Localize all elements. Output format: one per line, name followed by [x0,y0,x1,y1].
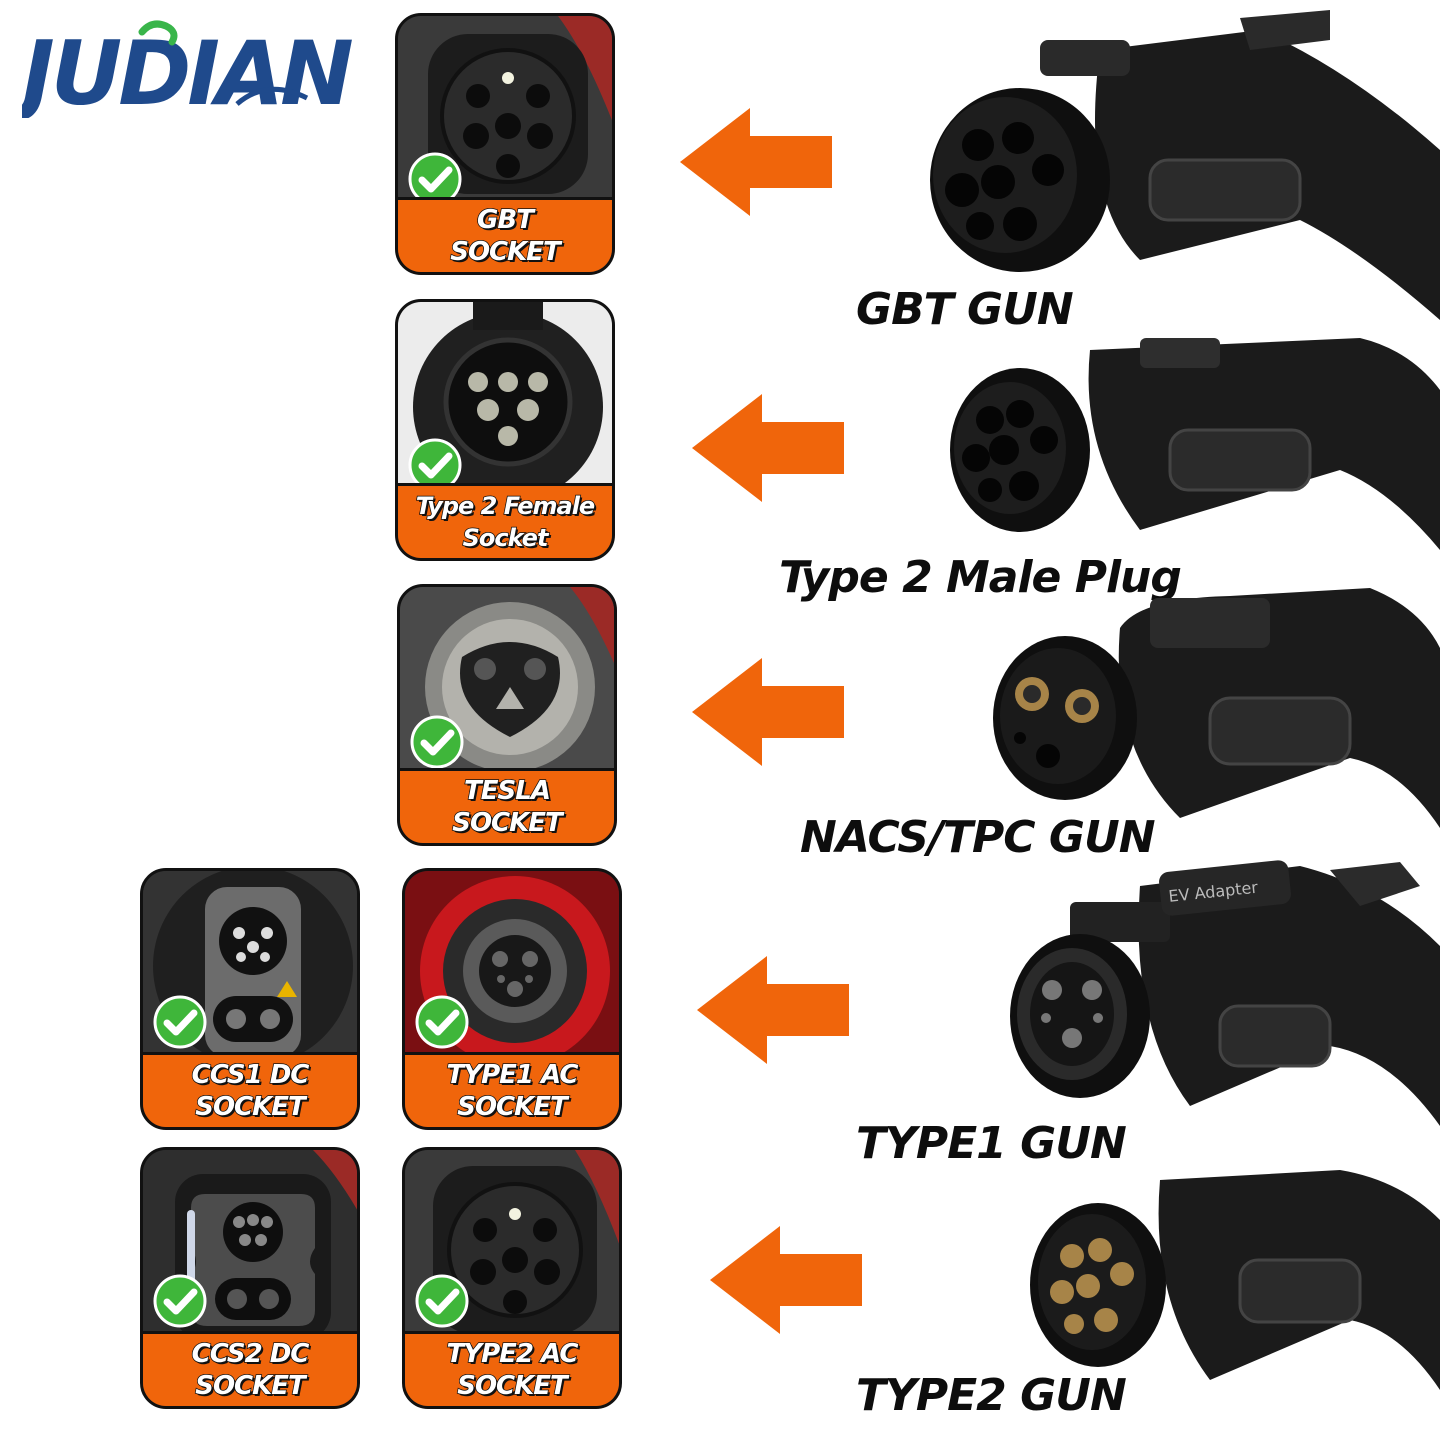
gun-label: TYPE1 GUN [856,1118,1127,1169]
check-icon [415,995,469,1049]
type2-gun-icon [1020,1160,1440,1390]
type1-gun-icon: EV Adapter [1000,856,1440,1126]
brand-logo: JUDIAN [22,18,367,118]
gbt-gun-icon [880,10,1440,320]
arrow-left-icon [710,1226,862,1334]
type1-socket-icon [405,871,619,1061]
arrow-left-icon [697,956,849,1064]
check-icon [153,1274,207,1328]
check-icon [410,715,464,769]
car-icon [235,86,309,106]
type2-plug-icon [940,330,1440,550]
gun-label: NACS/TPC GUN [800,812,1156,863]
brand-logo-wordmark: JUDIAN [22,22,352,118]
gbt-socket-icon [398,16,612,206]
arrow-left-icon [692,658,844,766]
check-icon [415,1274,469,1328]
gun-label: GBT GUN [856,284,1074,335]
arrow-left-icon [680,108,832,216]
arrow-left-icon [692,394,844,502]
nacs-gun-icon [990,588,1440,828]
check-icon [153,995,207,1049]
plug-icon [138,20,178,46]
type2-socket-icon [405,1150,619,1340]
gun-label: Type 2 Male Plug [779,552,1182,603]
gun-label: TYPE2 GUN [856,1370,1127,1421]
tesla-socket-icon [400,587,614,777]
